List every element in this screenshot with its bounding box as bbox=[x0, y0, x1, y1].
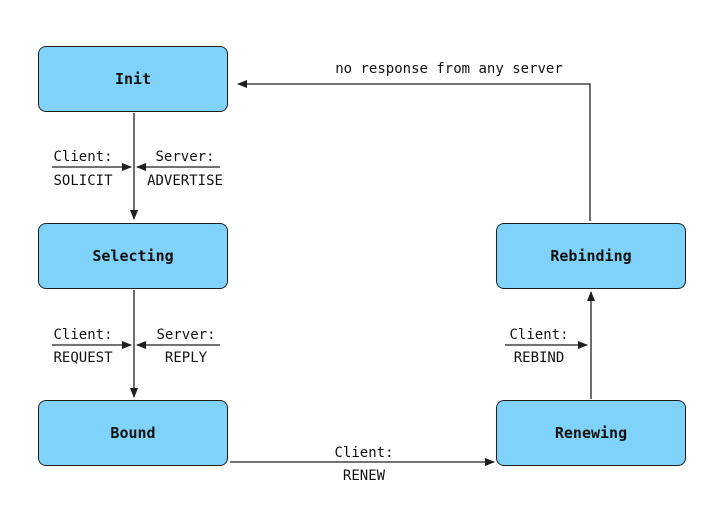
reply-server-title: Server: bbox=[156, 327, 216, 343]
renew-client-msg: RENEW bbox=[342, 468, 386, 484]
state-bound: Bound bbox=[38, 400, 228, 466]
solicit-client-title: Client: bbox=[53, 149, 113, 165]
state-bound-label: Bound bbox=[110, 424, 156, 442]
advertise-server-title: Server: bbox=[155, 149, 215, 165]
reply-server-msg: REPLY bbox=[164, 350, 208, 366]
state-selecting: Selecting bbox=[38, 223, 228, 289]
state-rebinding: Rebinding bbox=[496, 223, 686, 289]
request-client-title: Client: bbox=[53, 327, 113, 343]
state-renewing-label: Renewing bbox=[554, 424, 628, 442]
renew-client-title: Client: bbox=[334, 445, 394, 461]
solicit-client-msg: SOLICIT bbox=[53, 173, 113, 189]
edge-rebinding-init bbox=[237, 80, 591, 221]
no-response-label: no response from any server bbox=[335, 61, 563, 77]
state-init: Init bbox=[38, 46, 228, 112]
state-init-label: Init bbox=[114, 70, 152, 88]
request-client-msg: REQUEST bbox=[53, 350, 113, 366]
state-renewing: Renewing bbox=[496, 400, 686, 466]
rebind-client-title: Client: bbox=[509, 327, 569, 343]
state-selecting-label: Selecting bbox=[92, 247, 174, 265]
advertise-server-msg: ADVERTISE bbox=[147, 173, 223, 189]
rebind-client-msg: REBIND bbox=[513, 350, 565, 366]
state-rebinding-label: Rebinding bbox=[550, 247, 632, 265]
